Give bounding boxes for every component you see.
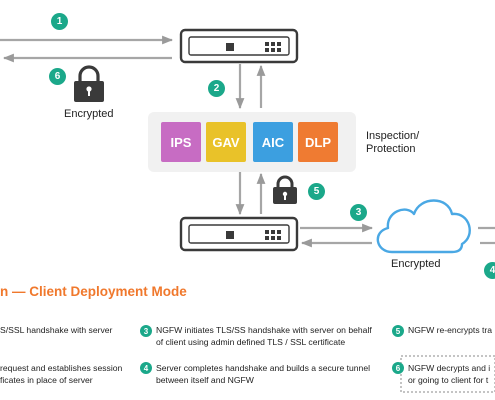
- step-badge-3: 3: [350, 204, 367, 221]
- step-badge-5: 5: [308, 183, 325, 200]
- inspection-label: Inspection/ Protection: [366, 130, 419, 156]
- step-badge-2: 2: [208, 80, 225, 97]
- step-badge-1: 1: [51, 13, 68, 30]
- step-3-line1: NGFW initiates TLS/SS handshake with ser…: [156, 325, 372, 335]
- ngfw-device-top: [179, 28, 299, 64]
- step-badge-3-small: 3: [140, 325, 152, 337]
- lock-icon-middle: [273, 175, 297, 204]
- step-6-text: NGFW decrypts and i or going to client f…: [408, 362, 490, 386]
- step-badge-6-small: 6: [392, 362, 404, 374]
- step-3-text: NGFW initiates TLS/SS handshake with ser…: [156, 324, 372, 348]
- step-3-line2: of client using admin defined TLS / SSL …: [156, 337, 346, 347]
- step-4-line2: between itself and NGFW: [156, 375, 254, 385]
- lock-icon-left: [74, 65, 104, 102]
- module-ips: IPS: [161, 122, 201, 162]
- encrypted-label-cloud: Encrypted: [391, 258, 441, 270]
- dashed-highlight-box: [400, 355, 495, 393]
- step-6-line2: or going to client for t: [408, 375, 489, 385]
- inspection-label-line1: Inspection/: [366, 130, 420, 142]
- section-title: n — Client Deployment Mode: [0, 284, 187, 299]
- step-badge-4: 4: [484, 262, 495, 279]
- inspection-label-line2: Protection: [366, 143, 416, 155]
- module-aic: AIC: [253, 122, 293, 162]
- ngfw-device-bottom: [179, 216, 299, 252]
- step-badge-4-small: 4: [140, 362, 152, 374]
- cloud-icon: [376, 199, 471, 254]
- step-4-text: Server completes handshake and builds a …: [156, 362, 370, 386]
- step-2-text: request and establishes session ficates …: [0, 362, 122, 386]
- module-gav: GAV: [206, 122, 246, 162]
- step-2-line2: ficates in place of server: [0, 375, 93, 385]
- module-dlp: DLP: [298, 122, 338, 162]
- step-badge-5-small: 5: [392, 325, 404, 337]
- encrypted-label-left: Encrypted: [64, 108, 114, 120]
- step-1-text: S/SSL handshake with server: [0, 325, 113, 335]
- step-5-text: NGFW re-encrypts tra: [408, 325, 493, 335]
- step-badge-6: 6: [49, 68, 66, 85]
- step-6-line1: NGFW decrypts and i: [408, 363, 491, 373]
- step-4-line1: Server completes handshake and builds a …: [156, 363, 371, 373]
- step-2-line1: request and establishes session: [0, 363, 123, 373]
